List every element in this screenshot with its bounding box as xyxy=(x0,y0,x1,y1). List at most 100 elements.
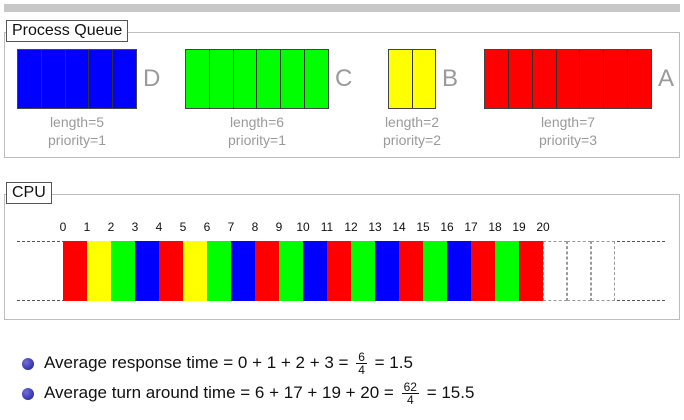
cpu-time-slot xyxy=(183,241,207,301)
process-d-bar xyxy=(17,49,137,109)
process-cell xyxy=(485,50,508,108)
cpu-time-slot xyxy=(255,241,279,301)
cpu-tick-label: 18 xyxy=(488,220,502,234)
process-a-name: A xyxy=(658,65,675,92)
cpu-tick-label: 10 xyxy=(296,220,310,234)
stat-response-label: Average response time xyxy=(44,353,219,372)
process-cell xyxy=(112,50,136,108)
cpu-timeline xyxy=(63,241,615,301)
process-a-priority: priority=3 xyxy=(539,132,597,148)
cpu-time-slot xyxy=(159,241,183,301)
stat-response-time: Average response time = 0 + 1 + 2 + 3 = … xyxy=(22,348,474,378)
stat-turnaround-den: 4 xyxy=(406,393,414,408)
stats-list: Average response time = 0 + 1 + 2 + 3 = … xyxy=(22,348,474,408)
cpu-tick-label: 12 xyxy=(344,220,358,234)
process-cell xyxy=(186,50,209,108)
process-b-bar xyxy=(388,49,436,109)
process-cell xyxy=(411,50,436,108)
process-cell xyxy=(531,50,556,108)
process-a-length: length=7 xyxy=(540,114,596,130)
cpu-empty-slot xyxy=(567,241,591,301)
process-cell xyxy=(389,50,412,108)
cpu-time-slot xyxy=(135,241,159,301)
process-a-bar xyxy=(484,49,652,109)
cpu-time-slot xyxy=(207,241,231,301)
process-d-name: D xyxy=(143,65,161,92)
process-cell xyxy=(208,50,233,108)
process-cell xyxy=(18,50,41,108)
process-d-meta: length=5 priority=1 xyxy=(17,113,137,149)
cpu-time-slot xyxy=(63,241,87,301)
cpu-tick-label: 7 xyxy=(227,220,235,234)
cpu-tick-label: 14 xyxy=(392,220,406,234)
cpu-time-slot xyxy=(111,241,135,301)
process-cell xyxy=(627,50,651,108)
bullet-icon xyxy=(22,357,34,370)
stat-response-result: = 1.5 xyxy=(374,353,413,372)
process-queue-title: Process Queue xyxy=(6,20,129,42)
cpu-tick-label: 6 xyxy=(203,220,211,234)
cpu-tick-label: 5 xyxy=(179,220,187,234)
cpu-tick-label: 19 xyxy=(512,220,526,234)
process-cell xyxy=(555,50,580,108)
process-c-name: C xyxy=(335,65,353,92)
bullet-icon xyxy=(22,387,34,400)
cpu-tick-label: 17 xyxy=(464,220,478,234)
process-c-length: length=6 xyxy=(229,114,285,130)
cpu-title: CPU xyxy=(6,182,52,204)
cpu-time-slot xyxy=(231,241,255,301)
cpu-time-slot xyxy=(471,241,495,301)
cpu-time-slot xyxy=(495,241,519,301)
cpu-time-slot xyxy=(351,241,375,301)
process-cell xyxy=(40,50,65,108)
process-c-bar xyxy=(185,49,329,109)
cpu-tick-label: 2 xyxy=(107,220,115,234)
stat-turnaround-expr: 6 + 17 + 19 + 20 = xyxy=(254,383,394,402)
cpu-time-slot xyxy=(423,241,447,301)
cpu-tick-label: 4 xyxy=(155,220,163,234)
cpu-tick-label: 1 xyxy=(83,220,91,234)
cpu-tick-label: 0 xyxy=(59,220,67,234)
process-cell xyxy=(507,50,532,108)
process-queue-panel: D length=5 priority=1 C length=6 priorit… xyxy=(4,32,680,158)
process-c-priority: priority=1 xyxy=(228,132,286,148)
cpu-tick-label: 15 xyxy=(416,220,430,234)
cpu-time-slot xyxy=(519,241,543,301)
cpu-time-slot xyxy=(447,241,471,301)
process-d-priority: priority=1 xyxy=(48,132,106,148)
top-bar xyxy=(4,4,680,12)
process-b-length: length=2 xyxy=(384,114,440,130)
cpu-tick-label: 9 xyxy=(275,220,283,234)
cpu-time-slot xyxy=(375,241,399,301)
process-cell xyxy=(232,50,257,108)
stat-response-num: 6 xyxy=(356,350,367,365)
process-cell xyxy=(88,50,112,108)
cpu-time-slot xyxy=(303,241,327,301)
process-cell xyxy=(280,50,304,108)
process-cell xyxy=(579,50,603,108)
process-b-priority: priority=2 xyxy=(383,132,441,148)
cpu-tick-label: 20 xyxy=(536,220,550,234)
process-b-meta: length=2 priority=2 xyxy=(352,113,472,149)
cpu-time-slot xyxy=(399,241,423,301)
stat-turnaround-time: Average turn around time = 6 + 17 + 19 +… xyxy=(22,378,474,408)
stat-turnaround-num: 62 xyxy=(401,380,419,395)
cpu-empty-slot xyxy=(543,241,567,301)
process-c-meta: length=6 priority=1 xyxy=(197,113,317,149)
cpu-tick-label: 16 xyxy=(440,220,454,234)
cpu-empty-slot xyxy=(591,241,615,301)
cpu-time-slot xyxy=(327,241,351,301)
cpu-time-slot xyxy=(279,241,303,301)
process-cell xyxy=(256,50,280,108)
process-d-length: length=5 xyxy=(49,114,105,130)
stat-turnaround-result: = 15.5 xyxy=(426,383,475,402)
process-a-meta: length=7 priority=3 xyxy=(508,113,628,149)
process-cell xyxy=(603,50,627,108)
stat-turnaround-label: Average turn around time xyxy=(44,383,236,402)
cpu-tick-label: 13 xyxy=(368,220,382,234)
stat-response-den: 4 xyxy=(358,363,365,378)
cpu-tick-label: 11 xyxy=(320,220,334,234)
